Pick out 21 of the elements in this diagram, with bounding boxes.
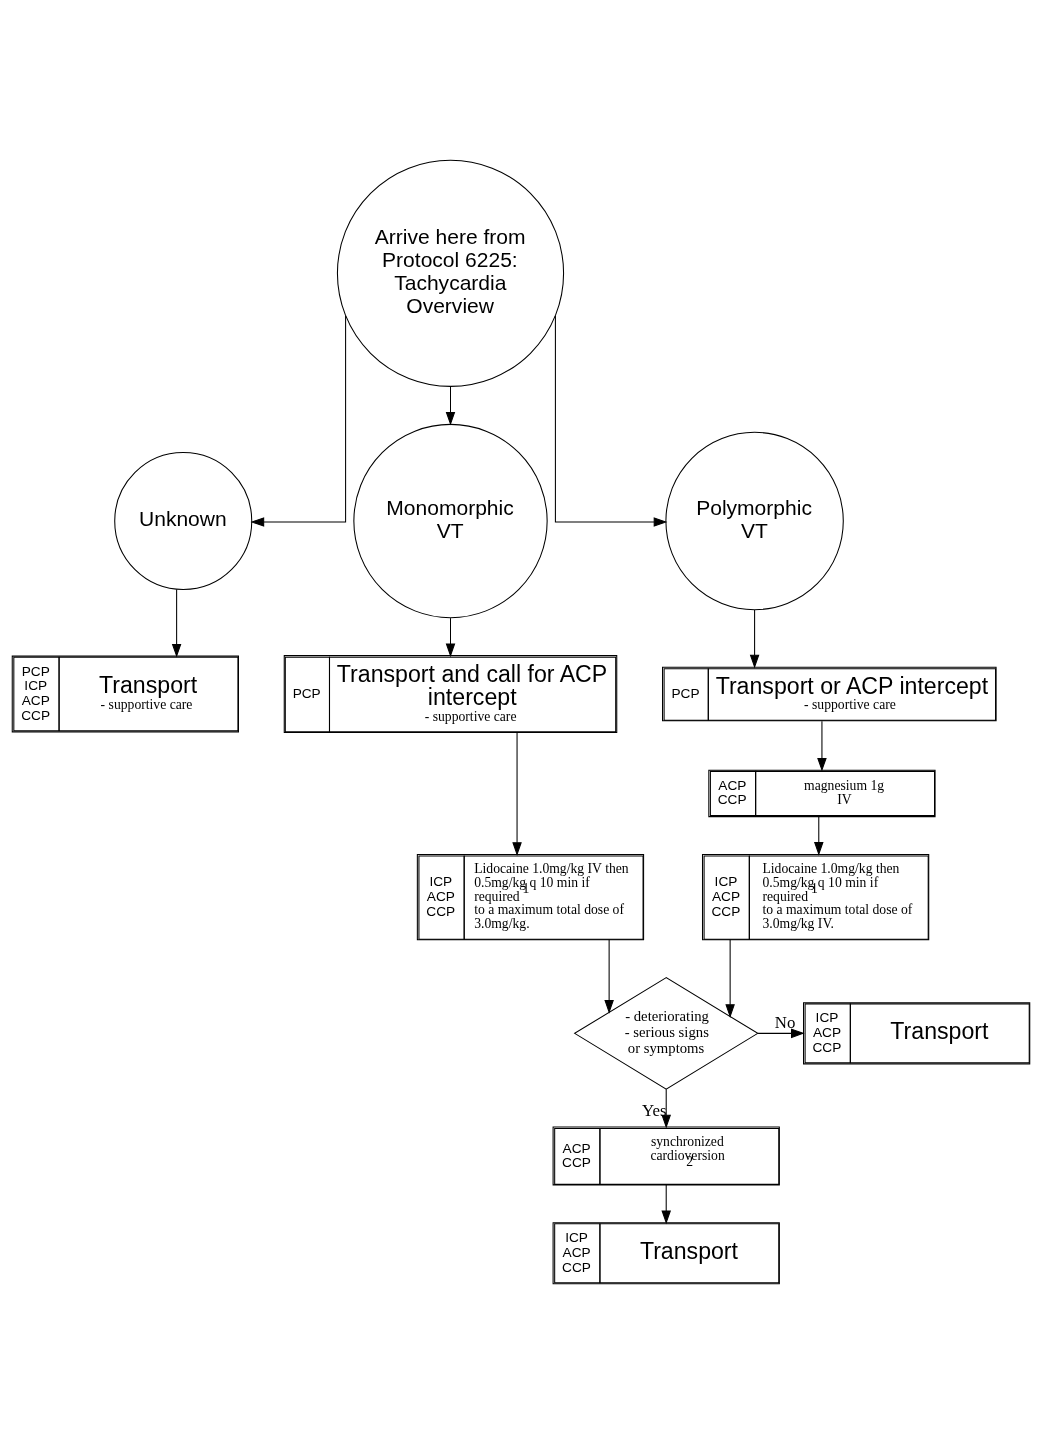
node-circle: Unknown bbox=[114, 451, 253, 590]
arrow bbox=[554, 314, 668, 527]
arrow bbox=[604, 938, 614, 1014]
node-circle: Monomorphic VT bbox=[353, 423, 548, 618]
arrow bbox=[250, 314, 347, 527]
arrow bbox=[171, 588, 182, 658]
arrow bbox=[814, 815, 824, 856]
arrow bbox=[757, 1028, 805, 1038]
node-circle: Polymorphic VT bbox=[665, 431, 844, 610]
node-circle: Arrive here from Protocol 6225: Tachycardia Overview bbox=[336, 159, 565, 387]
arrow bbox=[817, 720, 827, 772]
node-diamond: - deteriorating - serious signs or symptoms bbox=[573, 976, 759, 1090]
arrow bbox=[445, 617, 456, 657]
arrow bbox=[661, 1088, 671, 1128]
arrow bbox=[661, 1183, 671, 1224]
edge-label: No bbox=[774, 1012, 796, 1032]
edge-label: Yes bbox=[642, 1100, 667, 1120]
arrow bbox=[749, 609, 760, 668]
arrow bbox=[512, 731, 522, 856]
arrow bbox=[445, 385, 456, 426]
arrow bbox=[725, 938, 735, 1018]
